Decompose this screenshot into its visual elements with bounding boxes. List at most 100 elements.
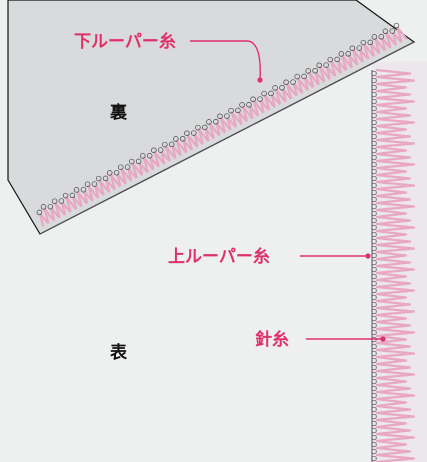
diagonal-loop-mark bbox=[140, 153, 146, 159]
diagonal-stitch-mark bbox=[363, 43, 375, 60]
diagonal-loop-mark bbox=[202, 124, 208, 131]
diagonal-loop-mark bbox=[305, 68, 311, 74]
vertical-stitch-mark bbox=[375, 131, 412, 142]
vertical-stitch-mark bbox=[375, 334, 408, 345]
diagonal-stitch-mark bbox=[303, 77, 314, 91]
diagonal-stitch-mark bbox=[131, 162, 144, 179]
diagonal-stitch-mark bbox=[50, 207, 61, 221]
diagonal-stitch-mark bbox=[160, 150, 171, 165]
diagonal-loop-mark bbox=[58, 198, 65, 204]
vertical-stitch-mark bbox=[375, 257, 412, 268]
vertical-stitch-mark bbox=[375, 75, 416, 86]
diagonal-stitch-mark bbox=[359, 48, 370, 63]
diagonal-loop-mark bbox=[382, 28, 389, 35]
diagonal-loop-mark bbox=[268, 90, 274, 97]
vertical-stitch-mark bbox=[375, 89, 412, 100]
diagonal-loop-mark bbox=[301, 73, 307, 80]
diagonal-stitch-mark bbox=[385, 31, 397, 49]
diagonal-stitch-mark bbox=[186, 133, 199, 151]
vertical-stitch-mark bbox=[375, 425, 412, 436]
vertical-stitch-mark bbox=[375, 264, 416, 275]
diagonal-stitch-mark bbox=[292, 82, 303, 97]
vertical-stitch-mark bbox=[375, 173, 412, 184]
diagonal-stitch-mark bbox=[120, 167, 133, 185]
diagonal-loop-mark bbox=[146, 152, 153, 159]
vertical-stitch-mark bbox=[375, 404, 412, 415]
lower-looper-dot bbox=[257, 77, 263, 83]
diagonal-loop-mark bbox=[338, 51, 345, 57]
vertical-stitch-mark bbox=[375, 68, 412, 79]
diagonal-stitch-mark bbox=[61, 201, 72, 216]
diagonal-loop-mark bbox=[345, 51, 351, 57]
vertical-stitch-mark bbox=[375, 299, 412, 310]
diagonal-loop-mark bbox=[294, 73, 300, 80]
diagonal-loop-mark bbox=[356, 45, 362, 51]
diagonal-stitch-mark bbox=[285, 82, 298, 100]
diagonal-stitch-mark bbox=[193, 133, 204, 148]
diagonal-loop-mark bbox=[367, 39, 374, 46]
diagonal-stitch-mark bbox=[175, 139, 188, 156]
vertical-stitch-mark bbox=[375, 369, 416, 380]
vertical-stitch-mark bbox=[375, 271, 408, 282]
vertical-stitch-mark bbox=[375, 278, 412, 289]
vertical-stitch-mark bbox=[375, 96, 416, 107]
vertical-stitch-mark bbox=[375, 341, 412, 352]
diagonal-loop-mark bbox=[113, 169, 120, 176]
diagonal-loop-mark bbox=[272, 85, 278, 91]
diagonal-stitch-mark bbox=[274, 88, 287, 105]
diagonal-stitch-mark bbox=[43, 207, 55, 224]
diagonal-loop-mark bbox=[206, 119, 212, 125]
diagonal-stitch-mark bbox=[164, 145, 177, 162]
vertical-stitch-mark bbox=[375, 362, 412, 373]
vertical-stitch-mark bbox=[375, 292, 408, 303]
diagonal-stitch-mark bbox=[237, 111, 248, 125]
diagonal-stitch-mark bbox=[230, 111, 243, 128]
diagonal-stitch-mark bbox=[392, 31, 403, 46]
vertical-stitch-mark bbox=[375, 103, 408, 114]
vertical-stitch-mark bbox=[375, 110, 412, 121]
diagonal-loop-mark bbox=[151, 147, 157, 153]
vertical-stitch-mark bbox=[375, 432, 416, 443]
diagonal-loop-mark bbox=[168, 141, 175, 148]
diagonal-loop-mark bbox=[157, 147, 164, 153]
vertical-stitch-mark bbox=[375, 166, 408, 177]
vertical-stitch-mark bbox=[375, 383, 412, 394]
diagonal-loop-mark bbox=[80, 186, 87, 193]
diagonal-stitch-mark bbox=[297, 77, 309, 94]
diagonal-stitch-mark bbox=[142, 156, 155, 173]
diagonal-loop-mark bbox=[73, 187, 80, 193]
diagonal-stitch-mark bbox=[219, 116, 232, 134]
diagonal-loop-mark bbox=[360, 39, 367, 46]
diagonal-stitch-mark bbox=[153, 150, 166, 168]
vertical-stitch-band bbox=[371, 68, 416, 462]
diagonal-stitch-mark bbox=[127, 167, 138, 182]
diagonal-stitch-mark bbox=[76, 190, 88, 207]
diagonal-stitch-mark bbox=[308, 71, 320, 88]
diagonal-stitch-mark bbox=[215, 122, 226, 136]
upper-looper-thread-label: 上ルーパー糸 bbox=[168, 246, 270, 267]
diagonal-loop-mark bbox=[312, 68, 318, 74]
vertical-stitch-mark bbox=[375, 152, 412, 163]
vertical-stitch-mark bbox=[375, 418, 408, 429]
diagonal-stitch-mark bbox=[319, 65, 331, 83]
diagonal-stitch-mark bbox=[252, 99, 265, 117]
diagonal-loop-mark bbox=[235, 107, 241, 114]
diagonal-loop-mark bbox=[117, 164, 124, 170]
vertical-stitch-mark bbox=[375, 446, 412, 457]
diagonal-stitch-mark bbox=[54, 201, 66, 219]
diagonal-stitch-mark bbox=[341, 54, 353, 71]
diagonal-stitch-mark bbox=[259, 99, 270, 114]
vertical-stitch-mark bbox=[375, 117, 416, 128]
diagonal-stitch-mark bbox=[98, 179, 110, 196]
vertical-stitch-mark bbox=[375, 215, 412, 226]
diagonal-loop-mark bbox=[261, 90, 267, 97]
back-side-label: 裏 bbox=[109, 102, 128, 123]
vertical-stitch-mark bbox=[375, 348, 416, 359]
needle-thread-dot bbox=[380, 336, 386, 342]
diagonal-loop-mark bbox=[327, 56, 334, 63]
diagonal-stitch-mark bbox=[138, 162, 149, 176]
diagonal-loop-mark bbox=[69, 192, 76, 199]
diagonal-loop-mark bbox=[106, 170, 113, 176]
diagonal-stitch-mark bbox=[281, 88, 292, 102]
